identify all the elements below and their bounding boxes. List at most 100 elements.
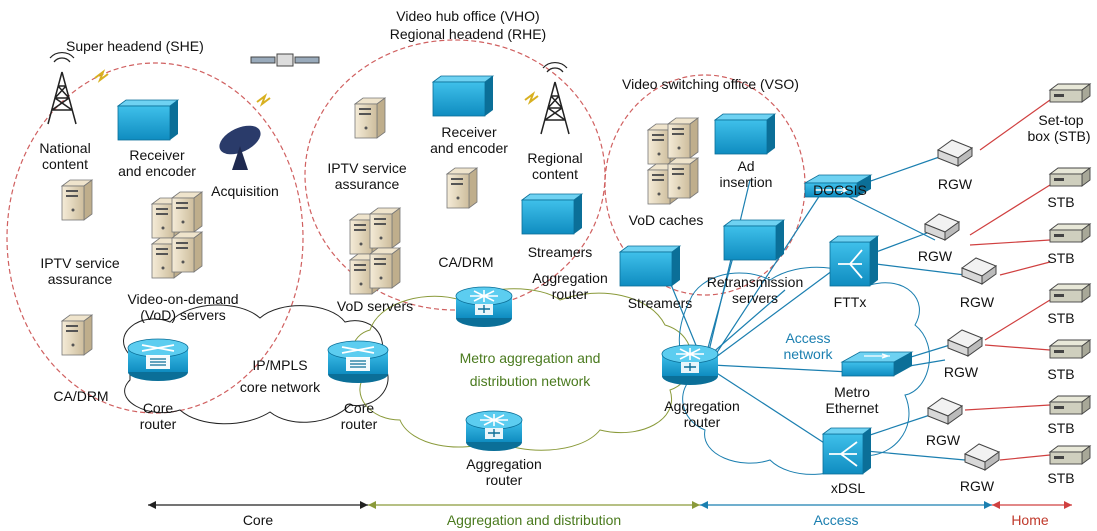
stb-label: STB	[1047, 470, 1075, 486]
core-router-label: router	[340, 416, 378, 432]
she-receiver-encoder-icon	[117, 99, 179, 141]
fttx-device-icon	[828, 235, 880, 287]
signal-bolt-icon	[524, 91, 539, 105]
metro-agg-router-label: Aggregation	[466, 456, 542, 472]
stb-icon	[1049, 83, 1091, 103]
scale-home-label: Home	[1011, 512, 1049, 528]
vho-iptv-server-icon	[354, 97, 386, 139]
rgw-icon	[924, 213, 960, 241]
retransmission-label: servers	[732, 290, 778, 306]
core-router-icon	[327, 340, 389, 384]
vso-retransmission-icon	[723, 219, 785, 261]
rgw-label: RGW	[937, 176, 973, 192]
ipmpls-label: IP/MPLS	[252, 357, 308, 373]
vso-agg-router-label: Aggregation	[664, 398, 740, 414]
xdsl-device-icon	[821, 427, 873, 475]
national-content-label: content	[42, 156, 88, 172]
home-links	[964, 99, 1051, 461]
she-region-border	[6, 62, 304, 414]
she-vod-label: (VoD) servers	[140, 307, 226, 323]
scale-core-label: Core	[242, 512, 274, 528]
vho-cadrm-label: CA/DRM	[438, 254, 494, 270]
she-cadrm-label: CA/DRM	[53, 388, 109, 404]
vho-receiver-label: Receiver	[441, 124, 497, 140]
vho-iptv-label: assurance	[334, 176, 400, 192]
she-iptv-server-icon	[61, 179, 93, 221]
stb-icon	[1049, 283, 1091, 303]
she-vod-server-icon	[171, 231, 203, 273]
vho-vod-server-icon	[369, 207, 401, 249]
xdsl-label: xDSL	[830, 480, 866, 496]
vho-title: Video hub office (VHO)	[396, 8, 540, 24]
stb-label: STB	[1047, 420, 1075, 436]
stb-icon	[1049, 223, 1091, 243]
vho-cadrm-server-icon	[446, 167, 478, 209]
acquisition-label: Acquisition	[211, 183, 279, 199]
metro-network-label: Metro aggregation and	[459, 350, 601, 366]
rgw-icon	[937, 139, 973, 167]
rgw-label: RGW	[943, 364, 979, 380]
metro-cloud	[351, 288, 693, 451]
vho-agg-router-label: router	[551, 286, 589, 302]
set-top-box-label: box (STB)	[1027, 128, 1091, 144]
vho-receiver-encoder-icon	[432, 75, 494, 117]
set-top-box-label: Set-top	[1038, 112, 1084, 128]
vso-aggregation-router-icon	[661, 344, 719, 386]
metro-network-label: distribution network	[469, 373, 591, 389]
vso-vod-cache-icon	[667, 117, 699, 159]
national-content-label: National	[39, 140, 91, 156]
satellite-icon	[250, 53, 320, 67]
rgw-label: RGW	[959, 294, 995, 310]
fttx-label: FTTx	[833, 294, 867, 310]
rgw-icon	[927, 397, 963, 425]
vho-vod-label: VoD servers	[336, 298, 414, 314]
vho-streamers-icon	[521, 193, 583, 235]
scale-access-label: Access	[813, 512, 859, 528]
metro-ethernet-switch-icon	[840, 351, 914, 377]
vho-receiver-label: and encoder	[430, 140, 508, 156]
national-antenna-icon	[47, 51, 77, 125]
segment-scale	[148, 501, 1072, 509]
ipmpls-label: core network	[239, 379, 321, 395]
rgw-label: RGW	[925, 432, 961, 448]
vso-title: Video switching office (VSO)	[622, 76, 799, 92]
ad-insertion-label: Ad	[737, 158, 755, 174]
vso-agg-router-label: router	[683, 414, 721, 430]
regional-content-label: content	[532, 166, 578, 182]
metro-agg-router-label: router	[485, 472, 523, 488]
vod-caches-label: VoD caches	[628, 212, 704, 228]
regional-antenna-icon	[540, 61, 570, 135]
signal-bolt-icon	[94, 69, 109, 83]
docsis-device-icon	[803, 174, 873, 198]
rhe-title: Regional headend (RHE)	[389, 26, 547, 42]
stb-label: STB	[1047, 366, 1075, 382]
metro-aggregation-router-icon	[465, 410, 523, 452]
docsis-label: DOCSIS	[813, 182, 867, 198]
vho-streamers-label: Streamers	[527, 244, 593, 260]
metro-ethernet-label: Ethernet	[825, 400, 879, 416]
stb-icon	[1049, 395, 1091, 415]
ad-insertion-label: insertion	[719, 174, 773, 190]
she-core-router-icon	[127, 338, 189, 382]
she-iptv-label: IPTV service	[40, 255, 120, 271]
she-receiver-label: and encoder	[118, 163, 196, 179]
stb-icon	[1049, 445, 1091, 465]
vso-vod-cache-icon	[667, 157, 699, 199]
she-vod-label: Video-on-demand	[127, 291, 239, 307]
vho-agg-router-label: Aggregation	[532, 270, 608, 286]
she-cadrm-server-icon	[61, 314, 93, 356]
vso-streamers-icon	[619, 245, 681, 287]
regional-content-label: Regional	[527, 150, 583, 166]
stb-icon	[1049, 339, 1091, 359]
rgw-label: RGW	[917, 248, 953, 264]
scale-aggregation-label: Aggregation and distribution	[446, 512, 622, 528]
stb-label: STB	[1047, 250, 1075, 266]
signal-bolt-icon	[256, 93, 271, 107]
rgw-icon	[961, 257, 997, 285]
vso-streamers-label: Streamers	[627, 295, 693, 311]
rgw-icon	[947, 329, 983, 357]
she-vod-server-icon	[171, 191, 203, 233]
metro-ethernet-label: Metro	[834, 384, 870, 400]
vho-iptv-label: IPTV service	[327, 160, 407, 176]
